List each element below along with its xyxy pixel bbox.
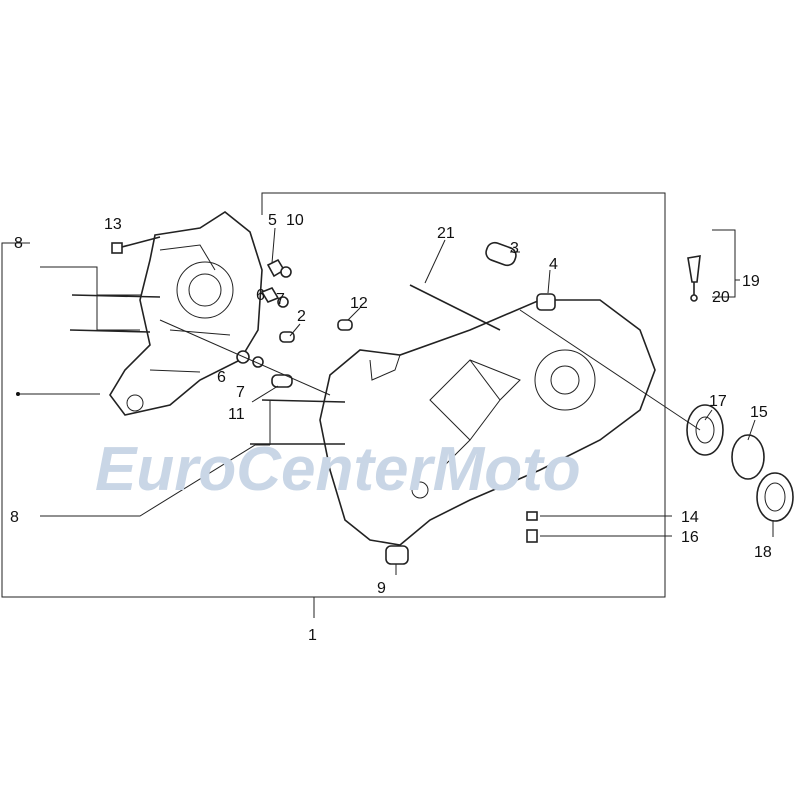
right-crankcase-half bbox=[319, 299, 656, 546]
callout-4: 4 bbox=[549, 256, 558, 273]
washer-10 bbox=[280, 266, 292, 278]
callout-5: 5 bbox=[268, 212, 277, 229]
dowel-2 bbox=[279, 331, 295, 343]
plug-14 bbox=[526, 511, 538, 521]
callout-7a: 7 bbox=[276, 291, 285, 308]
ring-15 bbox=[731, 434, 765, 480]
stud-lower bbox=[69, 329, 151, 333]
callout-20: 20 bbox=[712, 289, 730, 306]
callout-14: 14 bbox=[681, 509, 699, 526]
callout-6b: 6 bbox=[217, 369, 226, 386]
callout-6a: 6 bbox=[256, 287, 265, 304]
left-crankcase-half bbox=[109, 211, 263, 416]
bolt-13 bbox=[117, 236, 161, 249]
watermark: EuroCenterMoto bbox=[95, 435, 581, 504]
callout-18: 18 bbox=[754, 544, 772, 561]
callout-21: 21 bbox=[437, 225, 455, 242]
callout-15: 15 bbox=[750, 404, 768, 421]
nut-6 bbox=[260, 287, 280, 303]
dowel-12 bbox=[337, 319, 353, 331]
callout-8a: 8 bbox=[14, 235, 23, 252]
callout-2: 2 bbox=[297, 308, 306, 325]
stud-right-upper bbox=[261, 399, 346, 403]
dowel-3 bbox=[485, 241, 517, 267]
stud-upper bbox=[71, 294, 161, 298]
callout-8b: 8 bbox=[10, 509, 19, 526]
bearing-17 bbox=[686, 404, 724, 456]
bushing-4 bbox=[536, 293, 556, 311]
bushing-9 bbox=[385, 545, 409, 565]
callout-17: 17 bbox=[709, 393, 727, 410]
callout-12: 12 bbox=[350, 295, 368, 312]
callout-1: 1 bbox=[308, 627, 317, 644]
shaft-21 bbox=[409, 284, 501, 331]
callout-labels: 1 2 3 4 5 6 6 7 7 8 8 9 10 11 12 13 14 1… bbox=[10, 212, 772, 644]
oring-20 bbox=[690, 294, 698, 302]
seal-18 bbox=[756, 472, 794, 522]
callout-11: 11 bbox=[228, 406, 245, 423]
callout-13: 13 bbox=[104, 216, 122, 233]
callout-19: 19 bbox=[742, 273, 760, 290]
callout-3: 3 bbox=[510, 240, 519, 257]
bushing-11 bbox=[271, 374, 293, 388]
small-parts bbox=[69, 236, 794, 565]
screw-16 bbox=[526, 529, 538, 543]
callout-16: 16 bbox=[681, 529, 699, 546]
callout-10: 10 bbox=[286, 212, 304, 229]
leader-lines bbox=[16, 227, 774, 575]
dipstick-19 bbox=[687, 255, 701, 283]
callout-7b: 7 bbox=[236, 384, 245, 401]
callout-9: 9 bbox=[377, 580, 386, 597]
washer-7 bbox=[277, 296, 289, 308]
